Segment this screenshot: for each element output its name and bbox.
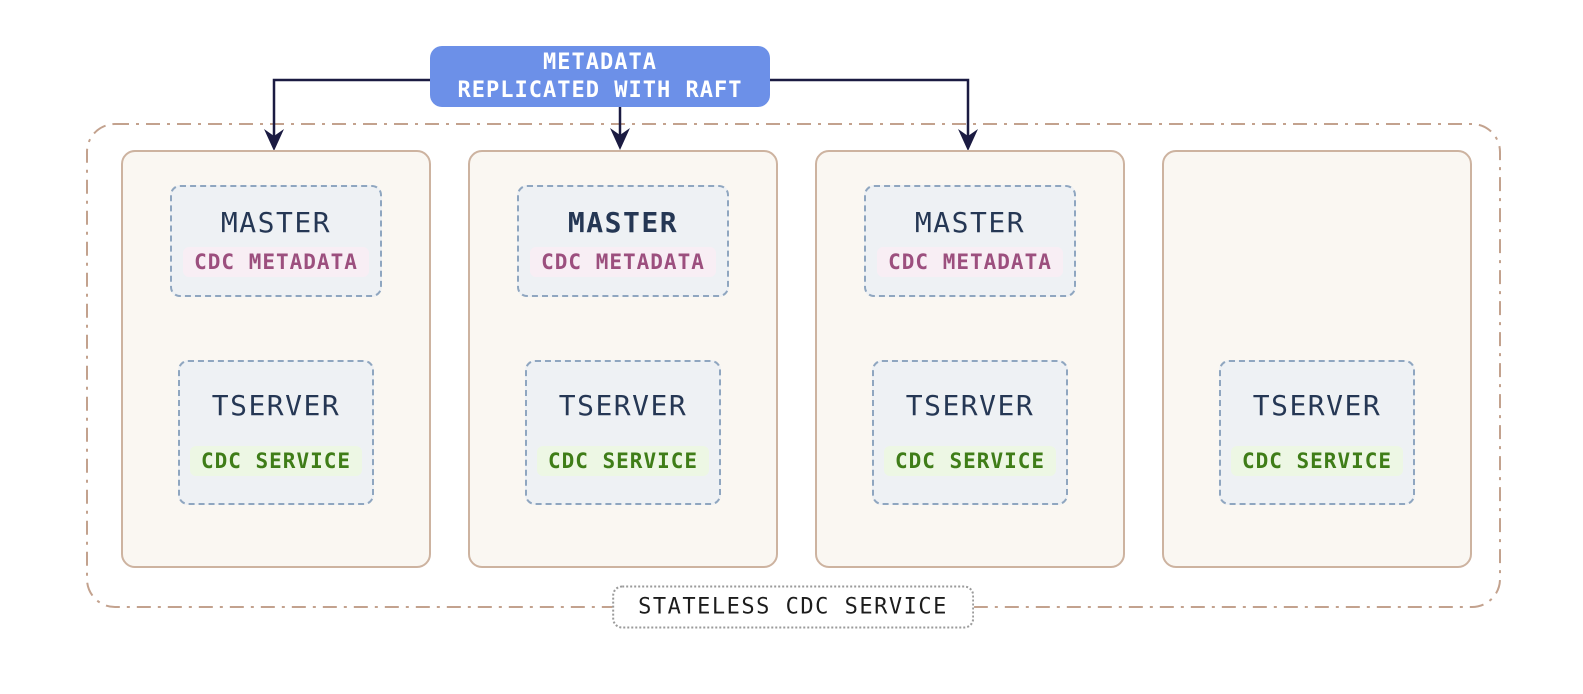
cluster-caption: STATELESS CDC SERVICE <box>612 585 974 629</box>
cdc-service-badge: CDC SERVICE <box>189 446 363 476</box>
node-2-tserver-unit: TSERVER CDC SERVICE <box>525 360 721 505</box>
master-label: MASTER <box>220 205 332 239</box>
node-1-tserver-unit: TSERVER CDC SERVICE <box>178 360 374 505</box>
master-label: MASTER <box>914 205 1026 239</box>
node-1: MASTER CDC METADATA TSERVER CDC SERVICE <box>121 150 431 568</box>
cdc-metadata-badge: CDC METADATA <box>530 246 716 277</box>
node-3: MASTER CDC METADATA TSERVER CDC SERVICE <box>815 150 1125 568</box>
node-4: TSERVER CDC SERVICE <box>1162 150 1472 568</box>
cdc-metadata-badge: CDC METADATA <box>877 246 1063 277</box>
arrow-down-icon <box>958 129 978 151</box>
cdc-service-badge: CDC SERVICE <box>1230 446 1404 476</box>
node-3-master-unit: MASTER CDC METADATA <box>864 185 1076 297</box>
tserver-label: TSERVER <box>558 389 688 422</box>
node-3-tserver-unit: TSERVER CDC SERVICE <box>872 360 1068 505</box>
connector-left <box>272 78 430 137</box>
node-2: MASTER CDC METADATA TSERVER CDC SERVICE <box>468 150 778 568</box>
arrow-down-icon <box>264 129 284 151</box>
cdc-service-badge: CDC SERVICE <box>883 446 1057 476</box>
node-1-master-unit: MASTER CDC METADATA <box>170 185 382 297</box>
connector-right <box>770 78 970 137</box>
node-4-tserver-unit: TSERVER CDC SERVICE <box>1219 360 1415 505</box>
tserver-label: TSERVER <box>905 389 1035 422</box>
node-2-master-unit: MASTER CDC METADATA <box>517 185 729 297</box>
tserver-label: TSERVER <box>1252 389 1382 422</box>
arrow-down-icon <box>610 128 630 150</box>
cdc-metadata-badge: CDC METADATA <box>183 246 369 277</box>
master-leader-label: MASTER <box>567 205 679 239</box>
tserver-label: TSERVER <box>211 389 341 422</box>
raft-box-line1: METADATA <box>543 49 657 75</box>
raft-box-line2: REPLICATED WITH RAFT <box>457 77 743 103</box>
cdc-service-badge: CDC SERVICE <box>536 446 710 476</box>
raft-metadata-box: METADATA REPLICATED WITH RAFT <box>430 46 770 107</box>
